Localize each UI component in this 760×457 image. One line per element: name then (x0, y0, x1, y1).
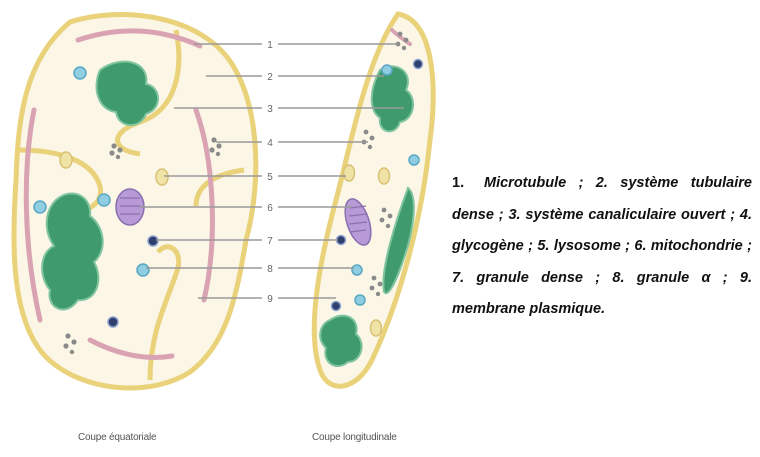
alpha-granule (34, 201, 46, 213)
label-number-5: 5 (267, 172, 273, 183)
lysosome (60, 152, 72, 168)
lysosome (344, 165, 355, 181)
alpha-granule (409, 155, 419, 165)
lysosome (156, 169, 168, 185)
label-numbers: 1 2 3 4 5 6 7 8 9 (267, 40, 273, 305)
alpha-granule (74, 67, 86, 79)
longitudinal-section (314, 14, 433, 386)
open-canalicular-system (320, 316, 361, 366)
dense-granule (108, 317, 118, 327)
platelet-diagram: 1 2 3 4 5 6 7 8 9 (0, 0, 440, 457)
alpha-granule (355, 295, 365, 305)
legend-text: 1.Microtubule ; 2. système tubulaire den… (452, 168, 752, 326)
label-number-3: 3 (267, 104, 273, 115)
caption-equatorial: Coupe équatoriale (78, 432, 156, 443)
equatorial-section (14, 15, 256, 388)
alpha-granule (137, 264, 149, 276)
mitochondrion (116, 189, 144, 225)
alpha-granule (382, 65, 392, 75)
label-number-7: 7 (267, 236, 273, 247)
dense-granule (332, 302, 341, 311)
alpha-granule (352, 265, 362, 275)
label-number-2: 2 (267, 72, 273, 83)
label-number-1: 1 (267, 40, 273, 51)
dense-granule (148, 236, 158, 246)
alpha-granule (98, 194, 110, 206)
lysosome (379, 168, 390, 184)
label-number-6: 6 (267, 203, 273, 214)
caption-longitudinal: Coupe longitudinale (312, 432, 397, 443)
label-number-4: 4 (267, 138, 273, 149)
legend-body: Microtubule ; 2. système tubulaire dense… (452, 175, 752, 317)
label-number-9: 9 (267, 294, 273, 305)
lysosome (371, 320, 382, 336)
dense-granule (414, 60, 423, 69)
legend-first-number: 1. (452, 168, 484, 200)
label-number-8: 8 (267, 264, 273, 275)
